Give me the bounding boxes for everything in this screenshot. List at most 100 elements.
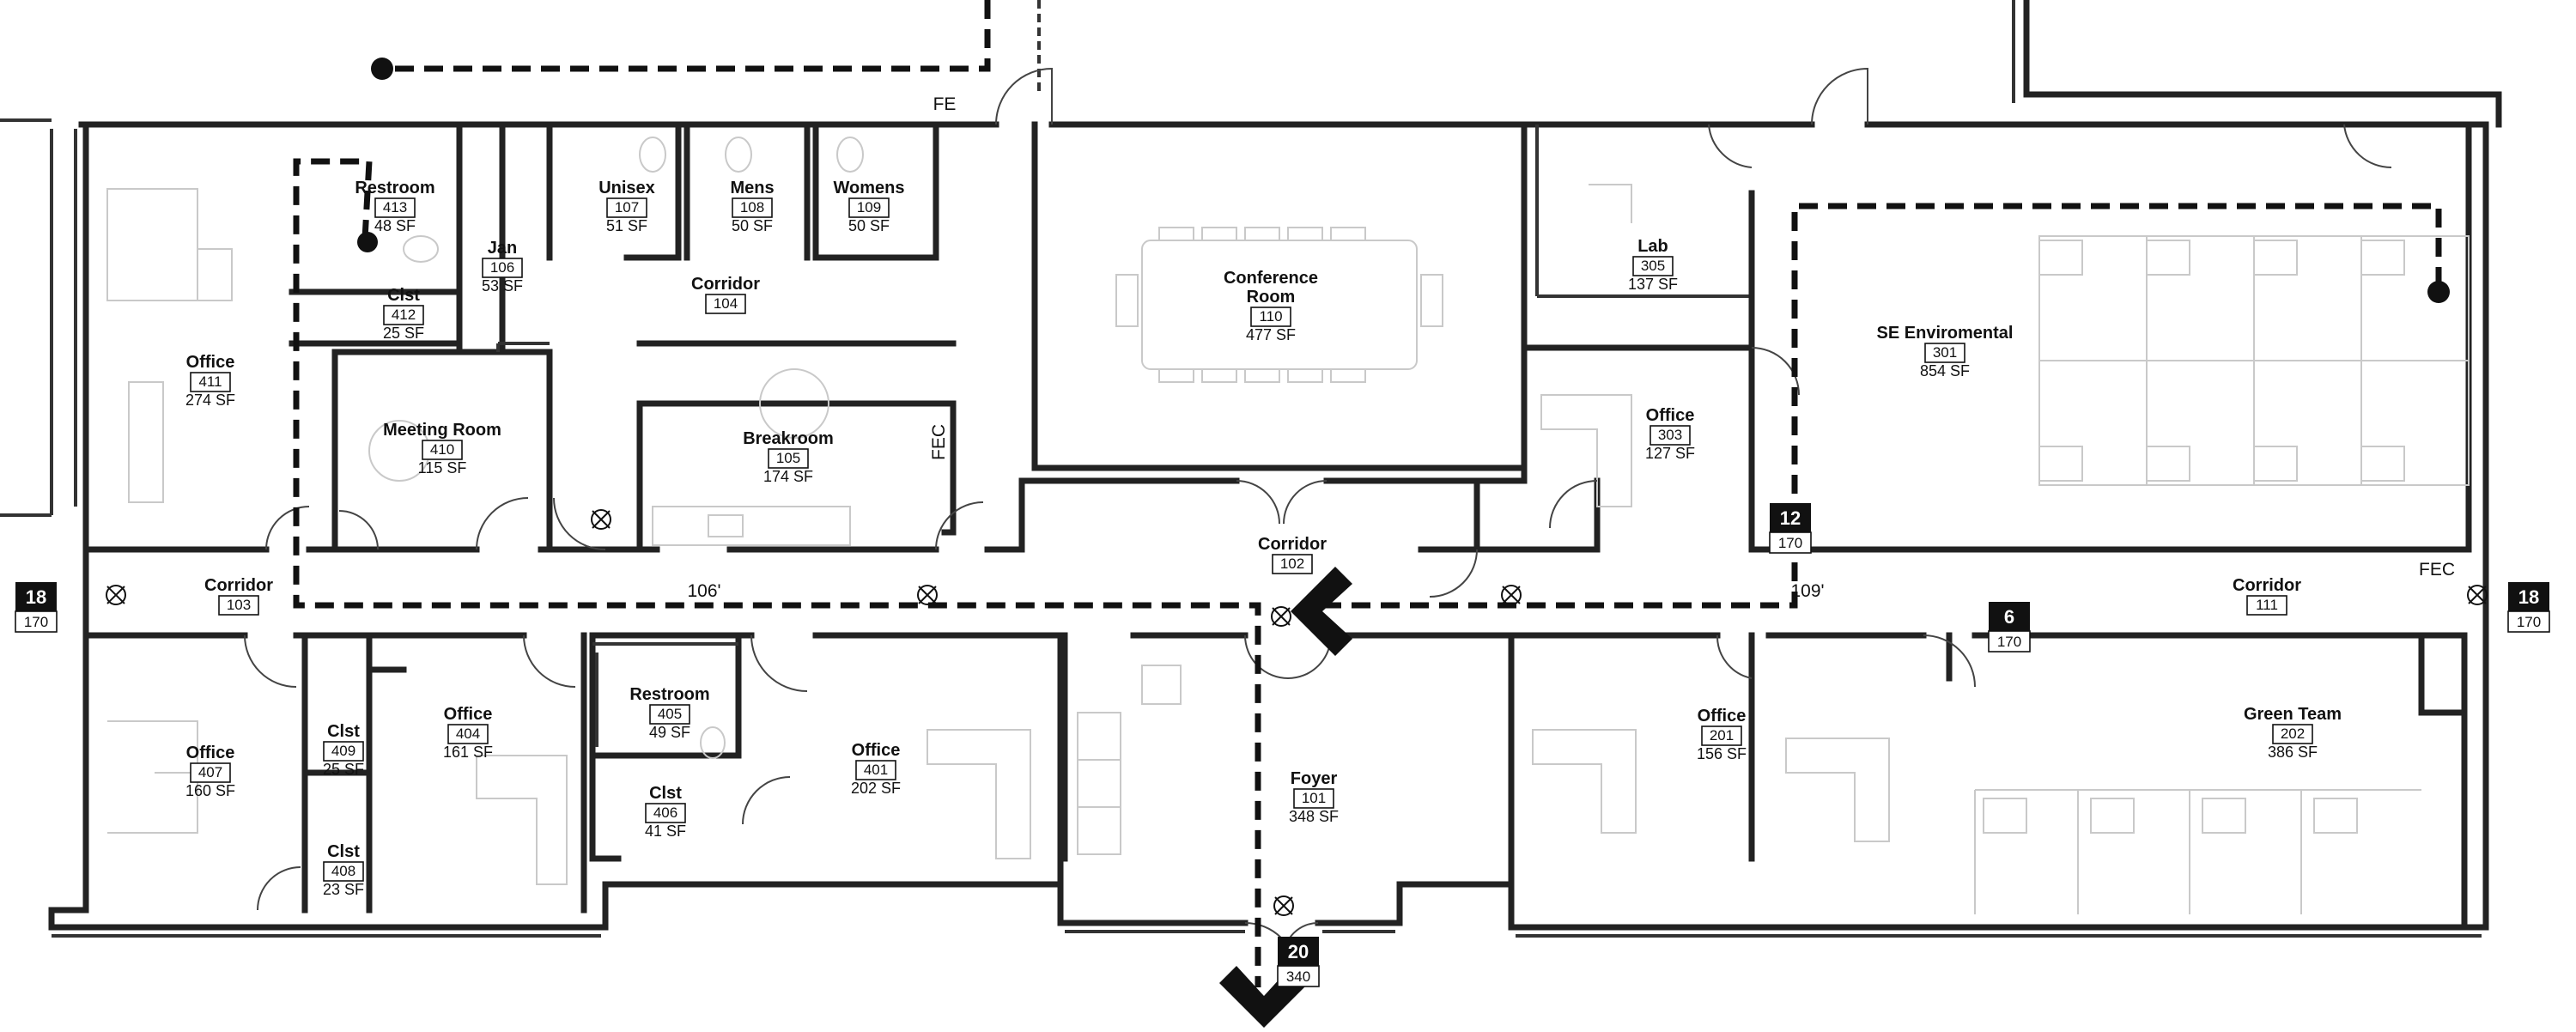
- room-area: 23 SF: [323, 881, 364, 898]
- extinguisher-icon: [917, 585, 938, 605]
- room-name: Office: [1646, 406, 1695, 425]
- exit-badge-bottom: [1769, 531, 1812, 554]
- room-name: Corridor: [2233, 576, 2301, 595]
- extinguisher-icon: [591, 509, 611, 530]
- conference-chairs: [1158, 227, 1366, 383]
- room-number: 103: [227, 597, 251, 613]
- distance-east-label: 109': [1790, 581, 1824, 601]
- exit-number: 12: [1780, 507, 1801, 529]
- room-number-box: [1924, 343, 1965, 363]
- room-area: 161 SF: [443, 744, 493, 761]
- room-area: 137 SF: [1628, 276, 1678, 293]
- room-name: Restroom: [629, 685, 709, 704]
- room-name: Office: [852, 741, 901, 760]
- fire-devices: [106, 509, 2488, 916]
- room-name: Corridor: [204, 576, 273, 595]
- room-number: 411: [198, 373, 222, 390]
- exit-number: 18: [2518, 586, 2539, 608]
- room-number: 410: [430, 441, 454, 458]
- fec-breakroom-label: FEC: [929, 424, 949, 460]
- room-number: 104: [714, 295, 738, 312]
- exit-badge-bottom: [15, 610, 58, 633]
- room-number: 110: [1259, 308, 1282, 325]
- room-number: 109: [857, 199, 881, 216]
- walls: [0, 0, 2502, 938]
- room-area: 48 SF: [374, 217, 416, 234]
- room-name: Room: [1247, 288, 1296, 307]
- exit-badge-top: [2508, 582, 2549, 611]
- room-name: Green Team: [2244, 705, 2342, 724]
- room-name: Corridor: [1258, 535, 1327, 554]
- room-area: 53 SF: [482, 277, 523, 294]
- room-number-box: [422, 440, 463, 460]
- room-name: Womens: [834, 179, 905, 197]
- exit-capacity: 170: [1778, 535, 1802, 551]
- room-name: Foyer: [1291, 769, 1338, 788]
- room-area: 49 SF: [649, 724, 690, 741]
- exit-capacity: 170: [1997, 634, 2021, 650]
- exit-badge-bottom: [1988, 630, 2031, 653]
- exit-badge-top: [1770, 503, 1811, 532]
- room-area: 174 SF: [763, 468, 813, 485]
- room-number-box: [848, 197, 890, 218]
- room-label-105: Breakroom 105 174 SF: [743, 429, 834, 485]
- room-area: 41 SF: [645, 823, 686, 840]
- room-name: Breakroom: [743, 429, 834, 448]
- exit-badge-top: [1989, 602, 2030, 631]
- room-number: 102: [1280, 555, 1304, 572]
- room-number-box: [645, 803, 686, 823]
- room-number-box: [732, 197, 773, 218]
- furniture: [106, 137, 2470, 914]
- room-area: 477 SF: [1246, 326, 1296, 343]
- room-number-box: [218, 595, 259, 616]
- extinguisher-icon: [2467, 585, 2488, 605]
- room-number-box: [190, 372, 231, 392]
- distance-west-label: 106': [687, 581, 720, 601]
- room-number: 409: [331, 743, 355, 759]
- room-name: Lab: [1637, 237, 1668, 256]
- exit-capacity: 340: [1286, 968, 1310, 985]
- room-number: 408: [331, 863, 355, 879]
- fec-east-label: FEC: [2419, 560, 2455, 580]
- room-area: 127 SF: [1645, 445, 1695, 462]
- room-number: 106: [490, 259, 514, 276]
- room-number-box: [1649, 425, 1691, 446]
- evacuation-route: [293, 0, 2450, 1028]
- room-area: 854 SF: [1920, 362, 1970, 379]
- exit-badge-top: [1278, 937, 1319, 966]
- route-arrow-west: [1291, 567, 1352, 656]
- room-area: 50 SF: [732, 217, 773, 234]
- room-name: Unisex: [598, 179, 655, 197]
- room-name: SE Enviromental: [1877, 324, 2014, 343]
- room-number-box: [323, 741, 364, 762]
- room-number: 105: [776, 450, 800, 466]
- doors: [244, 67, 2392, 975]
- exit-badge-bottom: [2507, 610, 2550, 633]
- room-name: Restroom: [355, 179, 434, 197]
- extinguisher-icon: [1501, 585, 1522, 605]
- room-number-box: [1272, 554, 1313, 574]
- room-number-box: [2246, 595, 2287, 616]
- room-area: 25 SF: [383, 325, 424, 342]
- room-number-box: [447, 724, 489, 744]
- room-number-box: [374, 197, 416, 218]
- exit-capacity: 170: [2517, 614, 2541, 630]
- room-area: 50 SF: [848, 217, 890, 234]
- room-area: 160 SF: [185, 782, 235, 799]
